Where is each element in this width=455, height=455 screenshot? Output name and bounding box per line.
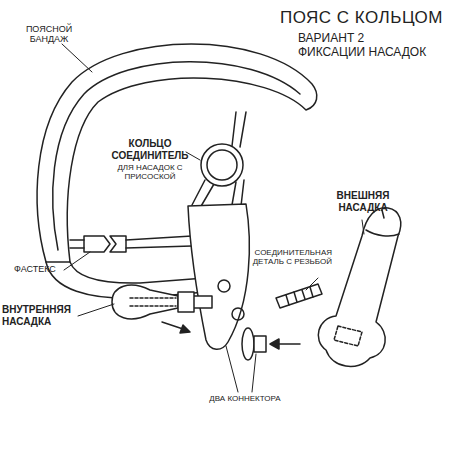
part-note: ДЛЯ НАСАДОК С ПРИСОСКОЙ [104, 163, 196, 181]
plate-hole [232, 308, 244, 320]
leader-line [226, 346, 256, 392]
part-label: ВНУТРЕННЯЯ НАСАДКА [2, 304, 84, 327]
outer-attachment-tip [366, 210, 399, 236]
waist-band [37, 44, 317, 262]
waist-band-inner [53, 62, 300, 250]
connector-ring [207, 150, 237, 180]
arrow-head [180, 325, 190, 333]
suction-base [242, 328, 254, 360]
ring-strap [232, 112, 246, 147]
side-strap [126, 236, 192, 248]
plate-hole [218, 280, 230, 292]
hidden-thread [334, 326, 362, 346]
part-label: СОЕДИНИТЕЛЬНАЯ ДЕТАЛЬ С РЕЗЬБОЙ [236, 248, 332, 266]
ring-strap [232, 180, 244, 206]
lower-strap [70, 262, 205, 283]
connector-ring [201, 144, 243, 186]
hidden-thread [130, 298, 176, 306]
arrow-head [270, 339, 279, 349]
part-label: ФАСТЕКС [14, 264, 74, 274]
leader-line [306, 278, 318, 290]
front-plate [188, 204, 249, 349]
subtitle: ВАРИАНТ 2 ФИКСАЦИИ НАСАДОК [298, 32, 428, 60]
outer-connector [254, 336, 266, 352]
inner-connector [178, 292, 212, 312]
ring-strap [192, 180, 214, 208]
leader-line [64, 252, 90, 270]
inner-attachment [112, 285, 178, 319]
part-label: ВНЕШНЯЯ НАСАДКА [318, 190, 408, 213]
leader-line [362, 220, 364, 234]
diagram-title: ПОЯС С КОЛЬЦОМ [280, 8, 452, 28]
threaded-part [276, 284, 322, 308]
buckle [84, 236, 110, 252]
leader-line [78, 304, 114, 316]
thread-lines [286, 287, 313, 305]
side-strap [70, 240, 84, 248]
part-label: ДВА КОННЕКТОРА [200, 394, 290, 403]
part-label: ПОЯСНОЙ БАНДАЖ [14, 24, 84, 45]
outer-attachment [318, 208, 400, 367]
part-label: КОЛЬЦО СОЕДИНИТЕЛЬ [104, 138, 196, 161]
leader-line [62, 44, 92, 72]
buckle [110, 236, 126, 252]
